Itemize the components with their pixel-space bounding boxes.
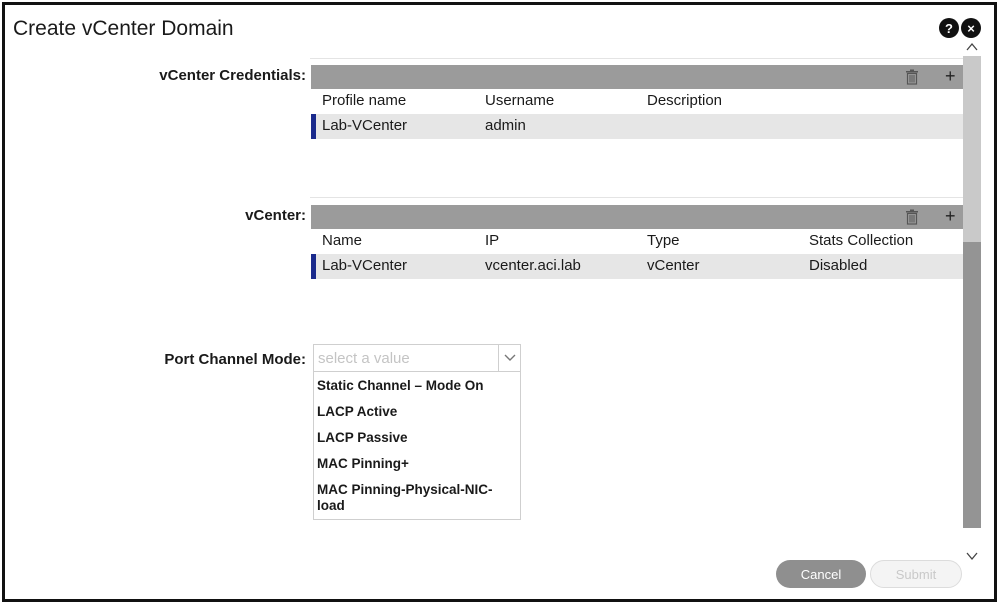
dialog-title: Create vCenter Domain <box>13 17 234 40</box>
cancel-button[interactable]: Cancel <box>776 560 866 588</box>
credentials-table-toolbar: + <box>311 65 963 89</box>
table-row[interactable]: Lab-VCenter admin <box>311 114 963 139</box>
stats-collection-cell: Disabled <box>809 257 868 274</box>
option-static-channel[interactable]: Static Channel – Mode On <box>317 378 484 393</box>
scrollbar-track[interactable] <box>963 56 981 242</box>
column-header: Username <box>485 92 555 109</box>
row-selection-marker <box>311 254 316 279</box>
vcenter-credentials-label: vCenter Credentials: <box>159 67 306 84</box>
help-icon[interactable]: ? <box>939 18 959 38</box>
vcenter-table: + Name IP Type Stats Collection Lab-VCen… <box>311 205 963 279</box>
scrollbar-thumb[interactable] <box>963 242 981 528</box>
select-placeholder: select a value <box>318 350 410 367</box>
row-selection-marker <box>311 114 316 139</box>
option-lacp-passive[interactable]: LACP Passive <box>317 430 408 445</box>
port-channel-mode-label: Port Channel Mode: <box>164 351 306 368</box>
vcenter-label: vCenter: <box>245 207 306 224</box>
option-mac-pinning-physical-nic-load[interactable]: MAC Pinning-Physical-NIC-load <box>317 482 493 513</box>
column-header: Name <box>322 232 363 249</box>
column-header: IP <box>485 232 500 249</box>
name-cell: Lab-VCenter <box>322 257 408 274</box>
scroll-up-icon[interactable] <box>966 41 978 53</box>
add-vcenter-button[interactable]: + <box>945 206 956 226</box>
port-channel-mode-dropdown: Static Channel – Mode On LACP Active LAC… <box>313 371 521 520</box>
trash-icon[interactable] <box>905 209 919 225</box>
close-icon[interactable]: × <box>961 18 981 38</box>
option-mac-pinning-plus[interactable]: MAC Pinning+ <box>317 456 409 471</box>
vcenter-table-header: Name IP Type Stats Collection <box>311 229 963 254</box>
vertical-scrollbar[interactable] <box>963 38 981 568</box>
column-header: Profile name <box>322 92 407 109</box>
port-channel-mode-select[interactable]: select a value <box>313 344 521 372</box>
column-header: Type <box>647 232 680 249</box>
column-header: Description <box>647 92 723 109</box>
type-cell: vCenter <box>647 257 700 274</box>
chevron-down-icon[interactable] <box>498 345 521 371</box>
table-row[interactable]: Lab-VCenter vcenter.aci.lab vCenter Disa… <box>311 254 963 279</box>
divider <box>310 197 963 198</box>
profile-name-cell: Lab-VCenter <box>322 117 408 134</box>
credentials-table-header: Profile name Username Description <box>311 89 963 114</box>
divider <box>310 58 963 59</box>
vcenter-credentials-table: + Profile name Username Description Lab-… <box>311 65 963 139</box>
vcenter-table-toolbar: + <box>311 205 963 229</box>
submit-button[interactable]: Submit <box>870 560 962 588</box>
column-header: Stats Collection <box>809 232 914 249</box>
add-credentials-button[interactable]: + <box>945 66 956 86</box>
option-lacp-active[interactable]: LACP Active <box>317 404 398 419</box>
trash-icon[interactable] <box>905 69 919 85</box>
scroll-down-icon[interactable] <box>966 550 978 562</box>
username-cell: admin <box>485 117 526 134</box>
ip-cell: vcenter.aci.lab <box>485 257 581 274</box>
